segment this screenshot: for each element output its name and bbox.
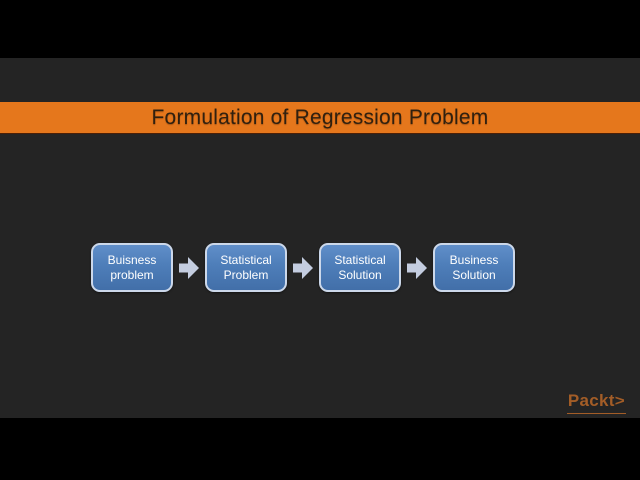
packt-logo-text: Packt: [567, 391, 615, 410]
flow-step-label: Buisness: [107, 252, 157, 267]
flow-step-label: Problem: [223, 267, 269, 282]
flow-step-statistical-solution: Statistical Solution: [319, 243, 401, 292]
flow-step-business-problem: Buisness problem: [91, 243, 173, 292]
slide-title: Formulation of Regression Problem: [151, 105, 489, 129]
arrow-right-icon: [287, 256, 319, 280]
flow-step-label: Business: [449, 252, 499, 267]
arrow-right-icon: [401, 256, 433, 280]
arrow-right-icon: [173, 256, 205, 280]
flow-step-label: Solution: [338, 267, 382, 282]
flow-step-business-solution: Business Solution: [433, 243, 515, 292]
top-letterbox-bar: [0, 0, 640, 58]
flow-step-label: Statistical: [220, 252, 272, 267]
flow-diagram: Buisness problem Statistical Problem Sta…: [91, 243, 515, 292]
packt-logo-chevron: >: [614, 392, 625, 409]
packt-logo: Packt>: [566, 391, 626, 414]
flow-step-statistical-problem: Statistical Problem: [205, 243, 287, 292]
title-banner: Formulation of Regression Problem: [0, 102, 640, 134]
slide-background: Formulation of Regression Problem Buisne…: [0, 58, 640, 418]
flow-step-label: Statistical: [334, 252, 386, 267]
bottom-letterbox-bar: [0, 418, 640, 480]
flow-step-label: Solution: [452, 267, 496, 282]
flow-step-label: problem: [110, 267, 154, 282]
